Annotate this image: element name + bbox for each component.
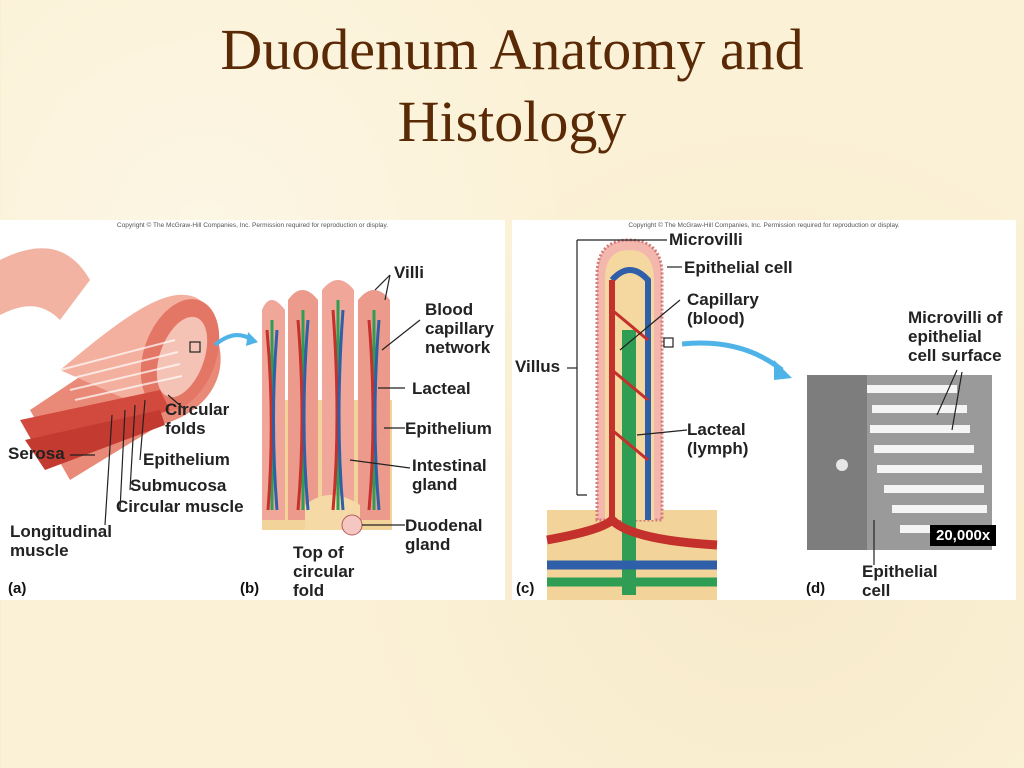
title-line-1: Duodenum Anatomy and (220, 17, 804, 82)
label-intestinal-gland: Intestinal gland (412, 456, 487, 494)
label-epithelium-b: Epithelium (405, 419, 492, 438)
label-epithelium-a: Epithelium (143, 450, 230, 469)
label-duodenal-gland: Duodenal gland (405, 516, 483, 554)
label-lacteal-c: Lacteal (lymph) (687, 420, 749, 458)
title-line-2: Histology (397, 89, 627, 154)
panel-letter-d: (d) (806, 580, 826, 597)
label-top-of-fold: Top of circular fold (293, 543, 355, 600)
magnification-badge: 20,000x (930, 525, 997, 546)
label-circular-folds-text: Circular folds (165, 400, 230, 438)
figure-panel-cd: Copyright © The McGraw-Hill Companies, I… (512, 220, 1016, 600)
label-serosa: Serosa (8, 444, 65, 463)
label-circular-folds: Circular folds (165, 400, 229, 438)
label-submucosa: Submucosa (130, 476, 227, 495)
label-epithelial-cell-c: Epithelial cell (684, 258, 793, 277)
copyright-note-left: Copyright © The McGraw-Hill Companies, I… (116, 222, 389, 229)
micrograph (807, 375, 992, 550)
label-microvilli: Microvilli (669, 230, 743, 249)
panel-letter-a: (a) (8, 580, 27, 597)
villi-block (262, 280, 392, 536)
slide-title: Duodenum Anatomy and Histology (0, 14, 1024, 158)
intestine-illustration (0, 248, 421, 536)
label-villus: Villus (515, 357, 561, 376)
label-capillary: Capillary (blood) (687, 290, 759, 328)
label-lacteal-b: Lacteal (412, 379, 471, 398)
panel-letter-c: (c) (516, 580, 535, 597)
label-blood-capillary: Blood capillary network (425, 300, 494, 357)
villus-diagram (546, 238, 792, 600)
label-epithelial-cell-d: Epithelial cell (862, 562, 938, 600)
label-villi: Villi (394, 263, 424, 282)
label-circular-muscle: Circular muscle (116, 497, 244, 516)
label-longitudinal-muscle: Longitudinal muscle (10, 522, 112, 560)
leader-lines-cd (567, 239, 963, 565)
label-microvilli-surface: Microvilli of epithelial cell surface (908, 308, 1003, 365)
copyright-note-right: Copyright © The McGraw-Hill Companies, I… (628, 222, 900, 229)
intestine-tube (0, 248, 258, 480)
figure-panel-ab: Copyright © The McGraw-Hill Companies, I… (0, 220, 505, 600)
leader-lines-ab (70, 274, 421, 526)
villus-illustration (546, 238, 992, 600)
panel-letter-b: (b) (240, 580, 260, 597)
